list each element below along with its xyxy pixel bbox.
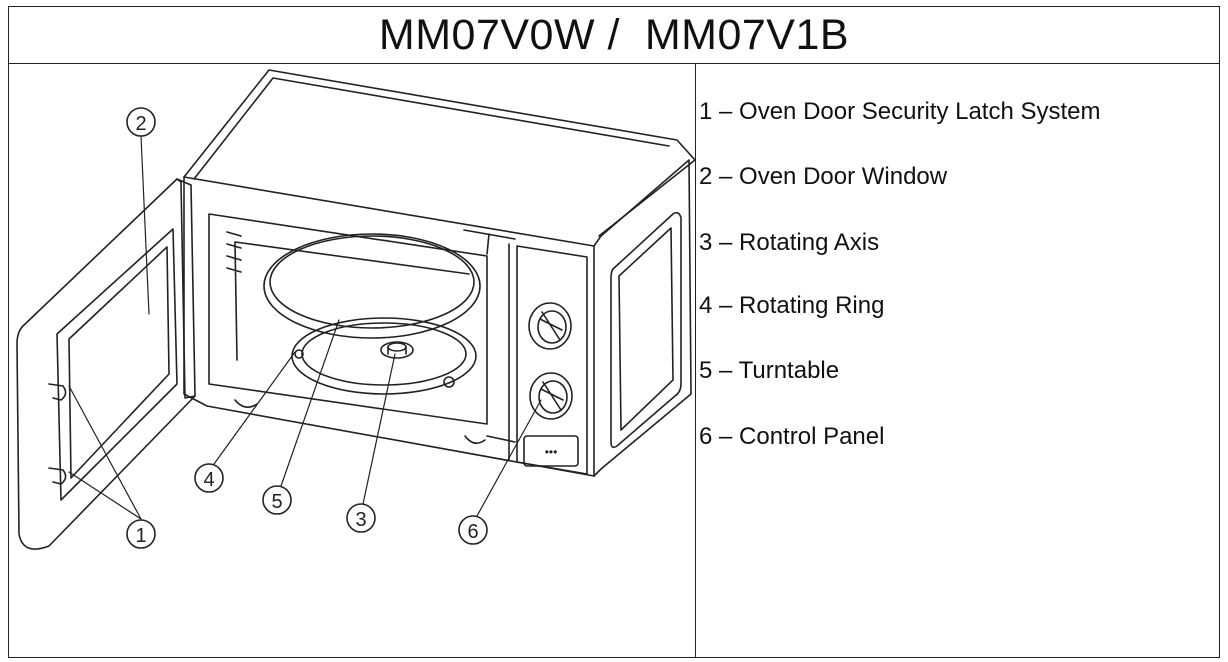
cabinet-top (183, 69, 695, 237)
diagram-title: MM07V0W / MM07V1B (378, 10, 850, 59)
cavity-back (234, 241, 470, 361)
leader-line-1b (68, 471, 142, 520)
legend-item-control-panel: 6 – Control Panel (699, 423, 885, 450)
callout-3: 3 (346, 503, 376, 533)
display-indicator: ••• (545, 445, 558, 459)
cabinet-top-inner (193, 77, 670, 180)
leader-line-4 (213, 351, 296, 465)
callout-5: 5 (262, 485, 292, 515)
leader-line-5 (280, 319, 340, 487)
cabinet-side (593, 159, 692, 477)
door-window (68, 246, 170, 479)
callout-6: 6 (458, 515, 488, 545)
oven-cavity (208, 213, 488, 425)
legend-item-turntable: 5 – Turntable (699, 357, 840, 384)
rotating-axis (380, 341, 414, 359)
title-bar: MM07V0W / MM07V1B (9, 7, 1219, 64)
svg-text:2: 2 (135, 113, 146, 135)
callout-4: 4 (194, 463, 224, 493)
cavity-vents (226, 231, 242, 273)
door-window-frame (56, 228, 178, 501)
rotating-ring-inner (301, 322, 467, 386)
latch-slot-lower (486, 435, 516, 443)
leader-line-3 (362, 353, 396, 505)
side-window (610, 211, 682, 449)
turntable-plate-rim (269, 235, 475, 329)
legend-item-door-window: 2 – Oven Door Window (699, 163, 948, 190)
turntable-plate (263, 233, 481, 339)
cabinet-foot-left (234, 399, 258, 408)
svg-text:4: 4 (203, 469, 214, 491)
legend-panel: 1 – Oven Door Security Latch System 2 – … (697, 64, 1217, 657)
leader-line-1a (68, 385, 142, 520)
control-panel (516, 245, 588, 475)
svg-text:5: 5 (271, 491, 282, 513)
microwave-drawing: ••• (16, 69, 695, 550)
leader-line-2 (140, 135, 150, 315)
latch-slot-upper (463, 229, 516, 255)
upper-latch-hook (48, 383, 67, 401)
ring-wheel (443, 376, 455, 388)
leader-line-6 (476, 399, 542, 517)
door-edge (176, 178, 196, 399)
oven-door (16, 178, 196, 550)
svg-text:3: 3 (355, 509, 366, 531)
cabinet-foot-right (464, 435, 486, 444)
cabinet-front (183, 176, 595, 477)
legend-item-rotating-axis: 3 – Rotating Axis (699, 229, 880, 256)
svg-text:6: 6 (467, 521, 478, 543)
diagram-frame: MM07V0W / MM07V1B (8, 6, 1220, 658)
legend-item-latch-system: 1 – Oven Door Security Latch System (699, 98, 1101, 125)
callout-1: 1 (126, 519, 156, 549)
control-display (523, 435, 579, 467)
lower-knob (529, 372, 573, 420)
lower-latch-hook (48, 467, 67, 485)
svg-text:1: 1 (135, 525, 146, 547)
legend-item-rotating-ring: 4 – Rotating Ring (699, 292, 885, 319)
rotating-ring (291, 317, 477, 395)
callout-2: 2 (126, 107, 156, 137)
upper-knob (528, 302, 572, 350)
microwave-figure: ••• (9, 64, 696, 657)
side-window-inner (618, 227, 674, 431)
ring-wheel-left (294, 349, 304, 359)
